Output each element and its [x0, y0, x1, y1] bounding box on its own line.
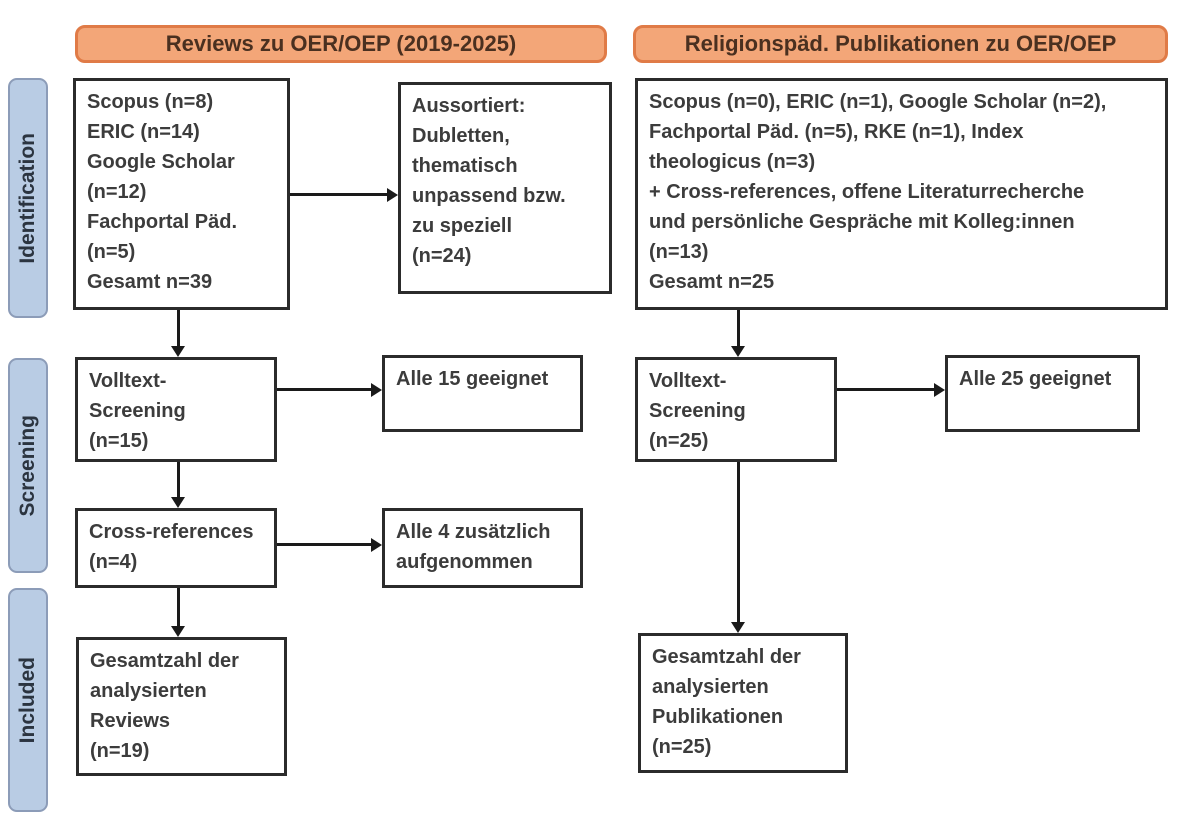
- arrow-line: [277, 543, 373, 546]
- arrow-head-down-icon: [171, 497, 185, 508]
- left-fulltext-result-box: Alle 15 geeignet: [382, 355, 583, 432]
- stage-label-included-text: Included: [16, 656, 39, 744]
- left-included-total-box: Gesamtzahl der analysierten Reviews (n=1…: [76, 637, 287, 776]
- arrow-head-down-icon: [731, 622, 745, 633]
- arrow-head-right-icon: [387, 188, 398, 202]
- arrow-head-right-icon: [934, 383, 945, 397]
- left-excluded-box: Aussortiert: Dubletten, thematisch unpas…: [398, 82, 612, 294]
- stage-label-included: Included: [8, 588, 48, 812]
- column-header-left-label: Reviews zu OER/OEP (2019-2025): [165, 31, 517, 56]
- left-crossref-result-box: Alle 4 zusätzlich aufgenommen: [382, 508, 583, 588]
- stage-label-identification-text: Identification: [16, 132, 39, 264]
- column-header-right-label: Religionspäd. Publikationen zu OER/OEP: [684, 31, 1117, 56]
- arrow-line: [177, 462, 180, 499]
- arrow-line: [177, 588, 180, 628]
- right-identification-box: Scopus (n=0), ERIC (n=1), Google Scholar…: [635, 78, 1168, 310]
- arrow-line: [737, 462, 740, 624]
- arrow-head-right-icon: [371, 383, 382, 397]
- stage-label-screening-text: Screening: [16, 414, 39, 517]
- arrow-head-right-icon: [371, 538, 382, 552]
- arrow-head-down-icon: [731, 346, 745, 357]
- stage-label-screening: Screening: [8, 358, 48, 573]
- stage-label-identification: Identification: [8, 78, 48, 318]
- right-included-total-box: Gesamtzahl der analysierten Publikatione…: [638, 633, 848, 773]
- arrow-line: [837, 388, 936, 391]
- column-header-left: Reviews zu OER/OEP (2019-2025): [75, 25, 607, 63]
- arrow-line: [737, 310, 740, 348]
- column-header-right: Religionspäd. Publikationen zu OER/OEP: [633, 25, 1168, 63]
- arrow-head-down-icon: [171, 626, 185, 637]
- right-fulltext-result-box: Alle 25 geeignet: [945, 355, 1140, 432]
- left-crossref-box: Cross-references (n=4): [75, 508, 277, 588]
- left-identification-box: Scopus (n=8) ERIC (n=14) Google Scholar …: [73, 78, 290, 310]
- right-fulltext-screening-box: Volltext- Screening (n=25): [635, 357, 837, 462]
- arrow-line: [290, 193, 388, 196]
- arrow-head-down-icon: [171, 346, 185, 357]
- arrow-line: [277, 388, 373, 391]
- left-fulltext-screening-box: Volltext- Screening (n=15): [75, 357, 277, 462]
- arrow-line: [177, 310, 180, 348]
